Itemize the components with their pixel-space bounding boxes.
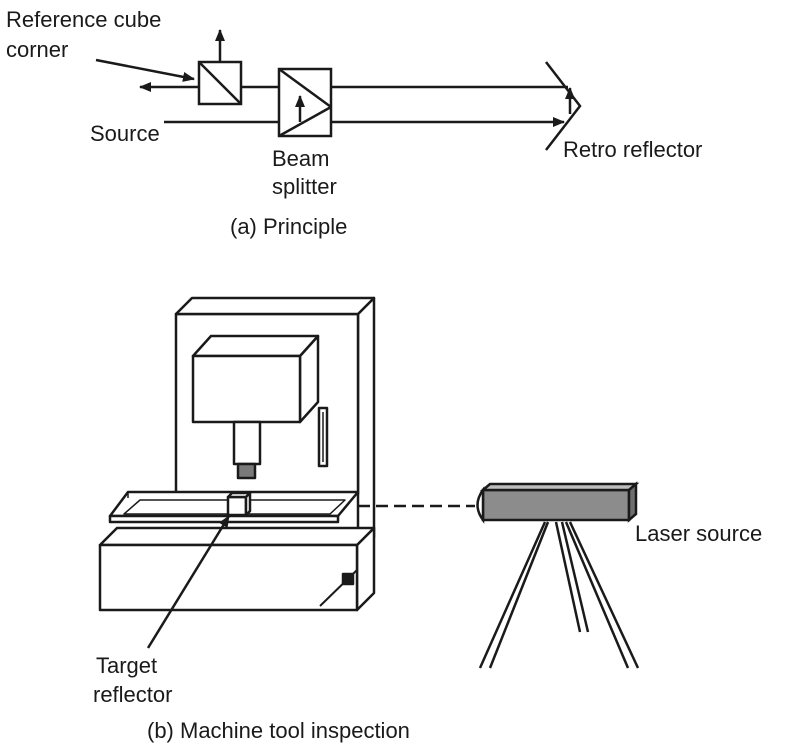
target-label-line2: reflector (93, 682, 172, 707)
target-label-line1: Target (96, 653, 157, 678)
spindle (232, 420, 262, 466)
column-side (356, 296, 376, 555)
reference-label-line1: Reference cube (6, 7, 161, 32)
beam-splitter-label-line1: Beam (272, 146, 329, 171)
target-reflector-cube (226, 495, 248, 517)
spindle-head (191, 354, 302, 424)
reference-label-line2: corner (6, 37, 68, 62)
retro-reflector-label: Retro reflector (563, 137, 702, 162)
head-top (191, 334, 320, 358)
laser-source (476, 481, 640, 524)
laser-source-label: Laser source (635, 521, 762, 546)
principle-diagram (95, 29, 582, 151)
beam-splitter (277, 67, 333, 138)
spindle-tip (236, 462, 257, 480)
inspection-caption: (b) Machine tool inspection (147, 718, 410, 743)
retro-reflector (545, 61, 582, 151)
laser-top (479, 482, 640, 492)
reference-pointer (95, 58, 195, 82)
worktable-edge (108, 514, 340, 524)
reference-cube (197, 60, 243, 106)
machine-tool (98, 296, 376, 612)
laser-nose (476, 486, 485, 524)
laser-body (481, 488, 631, 522)
principle-caption: (a) Principle (230, 214, 347, 239)
worktable-slot (123, 499, 346, 515)
tripod (478, 521, 640, 669)
laser-end (627, 481, 638, 523)
target-pointer (146, 515, 231, 649)
base-top (98, 526, 376, 547)
column-top (174, 296, 376, 316)
beam-splitter-label-line2: splitter (272, 174, 337, 199)
source-label: Source (90, 121, 160, 146)
base-front (98, 543, 359, 612)
